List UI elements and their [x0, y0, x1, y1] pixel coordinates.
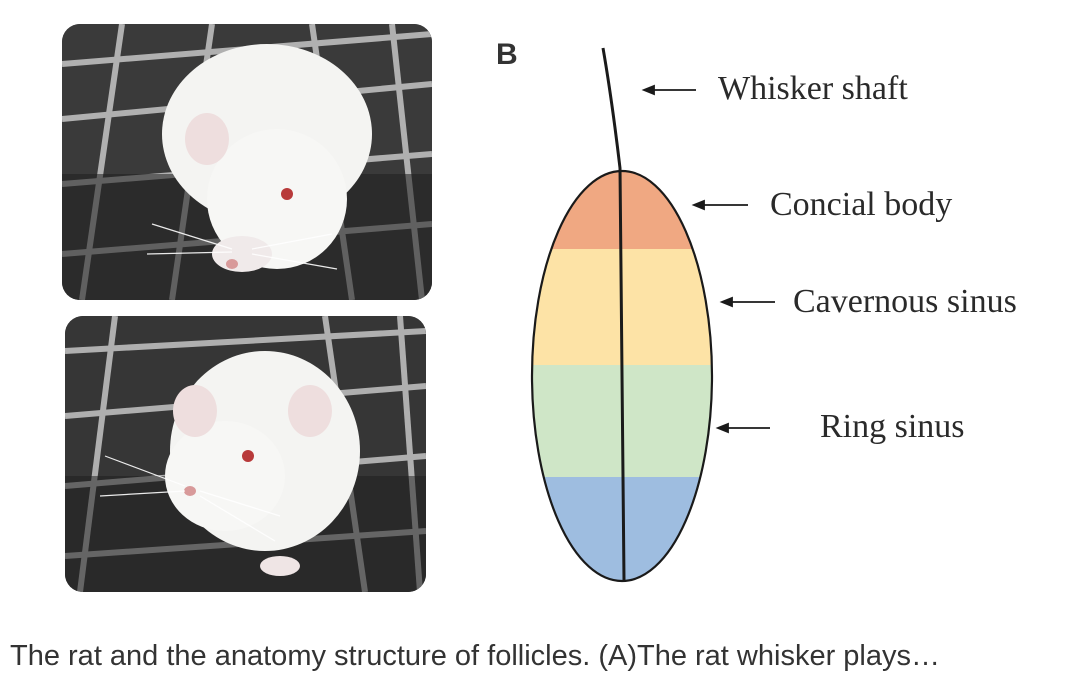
rat-photo-top-image — [62, 24, 432, 300]
follicle-outline — [530, 169, 714, 583]
whisker-shaft-label: Whisker shaft — [718, 70, 908, 107]
rat-photo-bottom — [65, 316, 426, 592]
ring-sinus-label: Ring sinus — [820, 408, 965, 445]
rat-photo-top — [62, 24, 432, 300]
conical-body-label: Concial body — [770, 186, 953, 223]
cavernous-sinus-label: Cavernous sinus — [793, 283, 1017, 320]
lower-region — [532, 477, 712, 581]
ring-sinus-region — [532, 365, 712, 477]
rat-photo-bottom-image — [65, 316, 426, 592]
panel-b-letter: B — [496, 38, 518, 71]
whisker-shaft-line — [601, 47, 626, 581]
figure-caption[interactable]: The rat and the anatomy structure of fol… — [10, 640, 940, 672]
follicle-diagram — [530, 47, 775, 583]
